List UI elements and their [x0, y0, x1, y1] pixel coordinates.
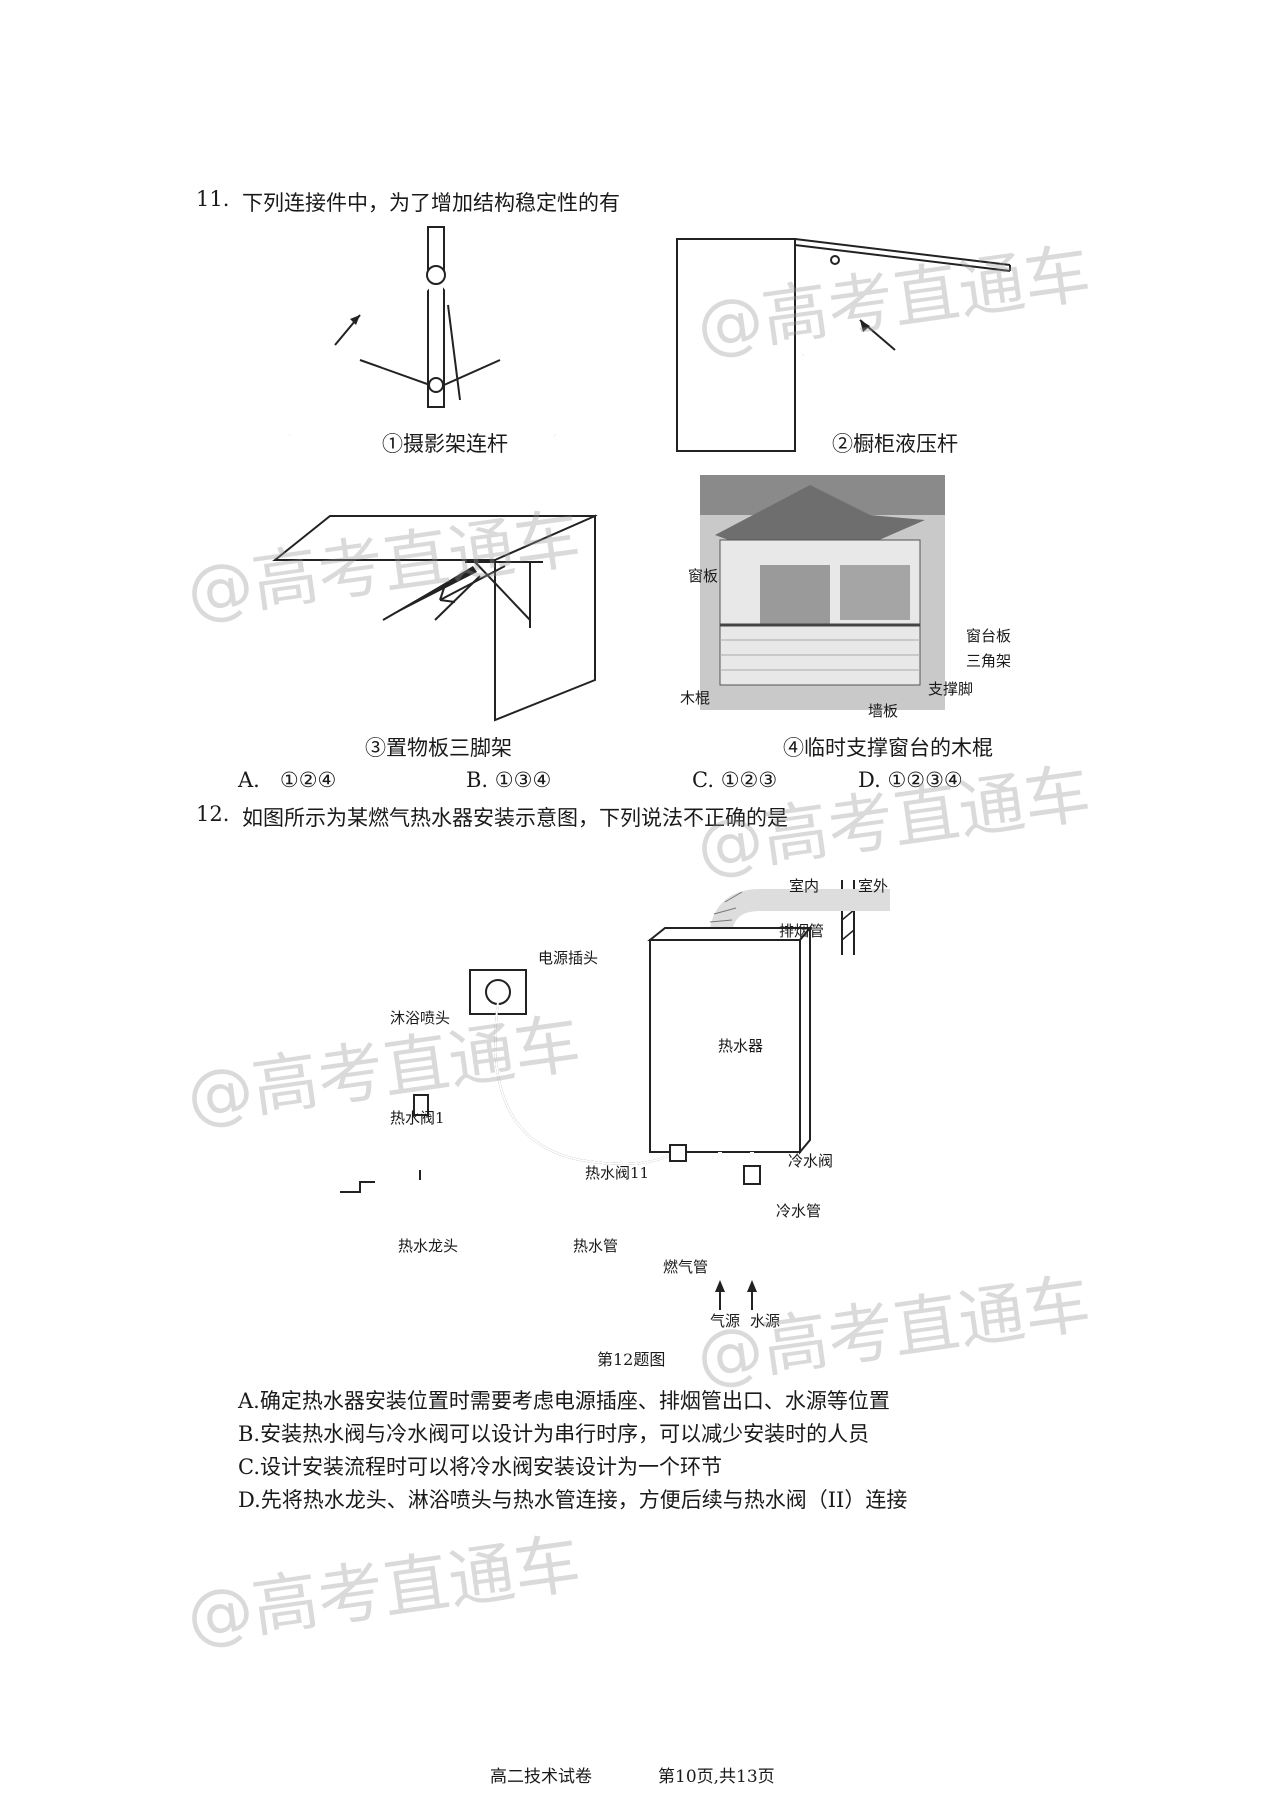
- caption-cabinet: ②橱柜液压杆: [832, 432, 958, 456]
- option-c[interactable]: C. ①②③: [692, 768, 777, 792]
- answer-d[interactable]: D.先将热水龙头、淋浴喷头与热水管连接，方便后续与热水阀（II）连接: [238, 1488, 908, 1512]
- cabinet-figure: [676, 238, 1011, 452]
- photo-label-foot: 支撑脚: [928, 680, 974, 698]
- option-a-text: ①②④: [279, 768, 337, 792]
- photo-label-wall: 墙板: [868, 702, 899, 720]
- photo-label-bracket: 三角架: [966, 652, 1012, 670]
- footer-page-number: 第10页,共13页: [658, 1767, 775, 1787]
- option-b-letter: B.: [466, 768, 489, 792]
- option-a-letter: A.: [238, 768, 260, 792]
- question-12-number: 12.: [196, 802, 230, 826]
- tripod-figure: [286, 226, 560, 439]
- label-hot-pipe: 热水管: [573, 1237, 619, 1255]
- label-valve1: 热水阀1: [390, 1109, 445, 1127]
- label-cold-valve: 冷水阀: [788, 1152, 834, 1170]
- watermark-6: @高考直通车: [182, 1524, 585, 1657]
- label-cold-pipe: 冷水管: [776, 1202, 822, 1220]
- label-heater: 热水器: [718, 1037, 764, 1055]
- shelf-figure: [272, 514, 598, 722]
- caption-shelf: ③置物板三脚架: [365, 736, 512, 760]
- label-gas-source: 气源: [710, 1312, 741, 1330]
- option-a[interactable]: A. ①②④: [238, 768, 336, 792]
- kiosk-photo: [700, 475, 945, 710]
- question-12-stem: 如图所示为某燃气热水器安装示意图，下列说法不正确的是: [242, 806, 788, 830]
- answer-c[interactable]: C.设计安装流程时可以将冷水阀安装设计为一个环节: [238, 1455, 722, 1479]
- photo-label-sill: 窗台板: [966, 627, 1012, 645]
- option-b[interactable]: B. ①③④: [466, 768, 551, 792]
- option-b-text: ①③④: [494, 768, 552, 792]
- option-d[interactable]: D. ①②③④: [858, 768, 963, 792]
- photo-label-window-panel: 窗板: [688, 567, 719, 585]
- label-indoor: 室内: [789, 877, 820, 895]
- option-d-text: ①②③④: [887, 768, 963, 792]
- option-c-letter: C.: [692, 768, 714, 792]
- figure-caption: 第12题图: [597, 1350, 666, 1369]
- footer-subject: 高二技术试卷: [490, 1767, 592, 1787]
- question-11-stem: 下列连接件中，为了增加结构稳定性的有: [242, 191, 620, 215]
- option-d-letter: D.: [858, 768, 881, 792]
- label-exhaust: 排烟管: [779, 922, 825, 940]
- option-c-text: ①②③: [720, 768, 778, 792]
- label-faucet: 热水龙头: [398, 1237, 459, 1255]
- answer-a[interactable]: A.确定热水器安装位置时需要考虑电源插座、排烟管出口、水源等位置: [238, 1389, 890, 1413]
- water-heater-diagram: [340, 880, 890, 1310]
- caption-kiosk: ④临时支撑窗台的木棍: [783, 736, 993, 760]
- label-shower: 沐浴喷头: [390, 1009, 451, 1027]
- label-gas-pipe: 燃气管: [663, 1258, 709, 1276]
- question-11-number: 11.: [196, 187, 230, 211]
- answer-b[interactable]: B.安装热水阀与冷水阀可以设计为串行时序，可以减少安装时的人员: [238, 1422, 870, 1446]
- label-water-source: 水源: [750, 1312, 781, 1330]
- caption-tripod: ①摄影架连杆: [382, 432, 508, 456]
- label-outdoor: 室外: [858, 877, 889, 895]
- photo-label-stick: 木棍: [680, 689, 711, 707]
- label-valve11: 热水阀11: [585, 1164, 650, 1182]
- label-socket: 电源插头: [538, 949, 599, 967]
